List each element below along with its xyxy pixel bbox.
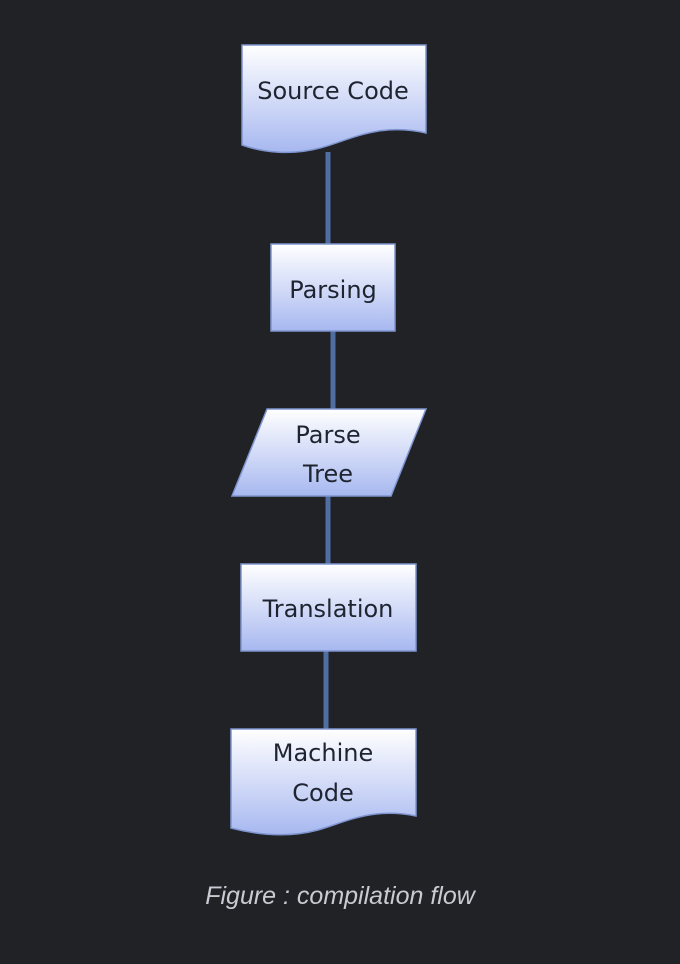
compilation-flowchart: Source Code Parsing Parse Tree Translati… bbox=[230, 44, 428, 836]
document-shape bbox=[241, 44, 427, 154]
node-parse-tree: Parse Tree bbox=[230, 408, 428, 497]
node-label-line: Machine bbox=[273, 739, 373, 767]
node-label-line: Translation bbox=[262, 595, 394, 623]
node-source-code: Source Code bbox=[241, 44, 427, 154]
node-label-line: Tree bbox=[302, 460, 353, 488]
node-label-line: Parse bbox=[295, 421, 360, 449]
node-label-line: Source Code bbox=[257, 77, 409, 105]
process-shape bbox=[270, 243, 396, 332]
process-shape bbox=[240, 563, 417, 652]
node-parsing: Parsing bbox=[270, 243, 396, 332]
data-shape bbox=[230, 408, 428, 497]
node-machine-code: Machine Code bbox=[230, 728, 417, 836]
node-label-line: Parsing bbox=[289, 276, 377, 304]
node-translation: Translation bbox=[240, 563, 417, 652]
document-shape bbox=[230, 728, 417, 836]
figure-caption: Figure : compilation flow bbox=[205, 882, 475, 910]
node-label-line: Code bbox=[292, 779, 353, 807]
